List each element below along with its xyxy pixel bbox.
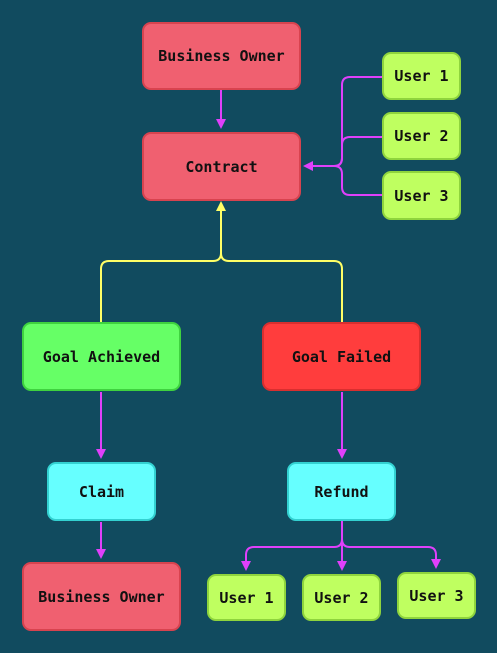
edge-user3-to-contract <box>305 165 382 196</box>
edge-refund-to-user3 <box>341 538 441 569</box>
user-1-node-top[interactable]: User 1 <box>382 52 461 100</box>
user-2-node-bottom[interactable]: User 2 <box>302 574 381 621</box>
refund-node[interactable]: Refund <box>287 462 396 521</box>
claim-node[interactable]: Claim <box>47 462 156 521</box>
contract-node[interactable]: Contract <box>142 132 301 201</box>
business-owner-node-bottom[interactable]: Business Owner <box>22 562 181 631</box>
goal-failed-node[interactable]: Goal Failed <box>262 322 421 391</box>
edge-refund-to-user1 <box>241 521 343 571</box>
edge-failed-to-contract <box>220 252 343 322</box>
user-2-node-top[interactable]: User 2 <box>382 112 461 160</box>
user-1-node-bottom[interactable]: User 1 <box>207 574 286 621</box>
goal-achieved-node[interactable]: Goal Achieved <box>22 322 181 391</box>
business-owner-node-top[interactable]: Business Owner <box>142 22 301 90</box>
edge-user1-to-contract <box>303 76 382 171</box>
user-3-node-top[interactable]: User 3 <box>382 171 461 220</box>
edge-achieved-to-contract <box>100 201 226 322</box>
user-3-node-bottom[interactable]: User 3 <box>397 572 476 619</box>
edge-user2-to-contract <box>305 136 382 167</box>
